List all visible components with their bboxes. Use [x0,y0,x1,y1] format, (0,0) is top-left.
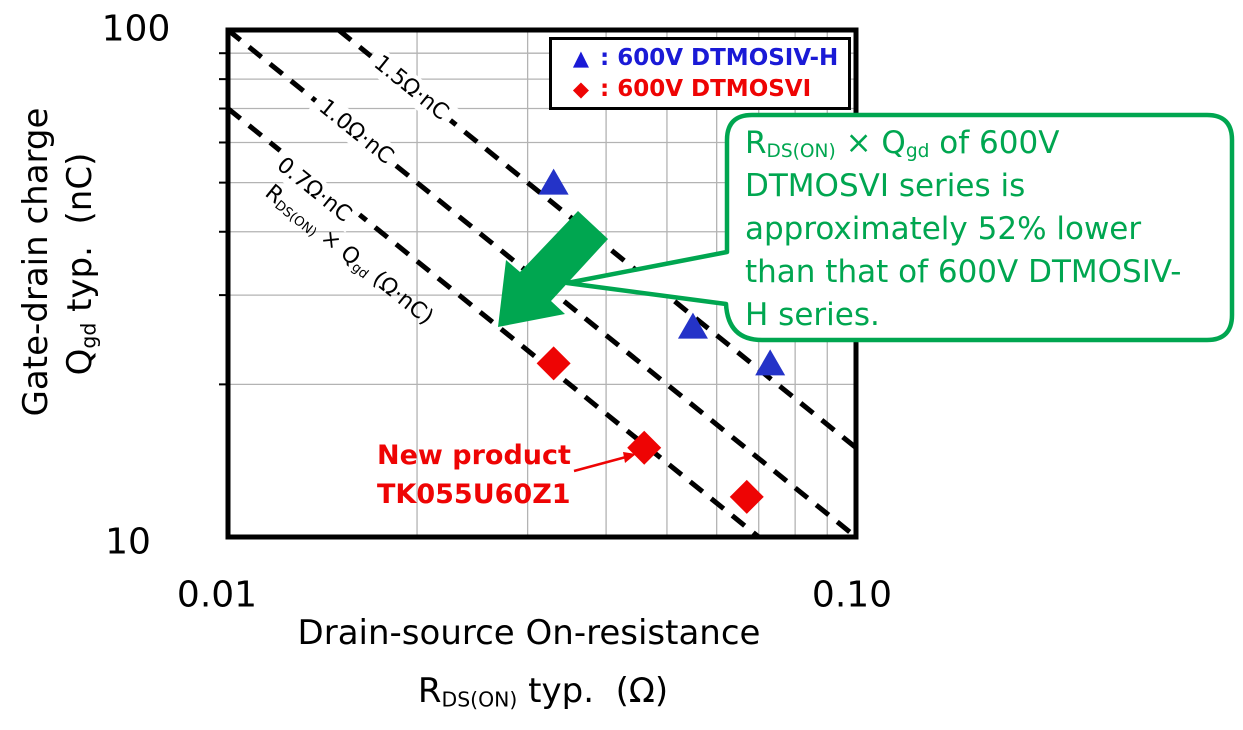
callout-rest: of 600V DTMOSVI series is approximately … [745,125,1182,333]
diamond-marker-icon: ◆ [572,77,590,101]
new-product-line1: New product [377,440,571,471]
callout-bubble [564,112,1235,343]
new-product-line2: TK055U60Z1 [377,479,571,510]
y-axis-symbol: Q [60,348,100,376]
callout-r: R [745,125,767,161]
x-axis-title-line2: RDS(ON) typ. (Ω) [418,671,668,711]
data-marker-triangle [538,168,569,195]
improvement-arrow-icon [498,211,608,327]
y-axis-title-line1: Gate-drain charge [16,107,56,417]
legend: ▲ : 600V DTMOSIV-H ◆ : 600V DTMOSVI [549,37,851,110]
data-marker-triangle [677,312,708,339]
x-axis-title-line1: Drain-source On-resistance [297,613,761,653]
y-axis-title-line2: Qgd typ. (nC) [60,153,100,376]
x-axis-symbol: R [417,671,442,711]
callout-text: RDS(ON) × Qgd of 600V DTMOSVI series is … [745,122,1185,337]
x-axis-unit: typ. (Ω) [517,671,669,711]
data-marker-diamond [536,346,571,381]
callout-r-sub: DS(ON) [766,141,836,163]
new-product-pointer-head [623,452,636,463]
x-tick-min: 0.01 [176,574,258,616]
data-marker-diamond [627,430,662,465]
legend-separator: : [600,45,610,71]
triangle-marker-icon: ▲ [572,46,590,70]
y-tick-min: 10 [105,521,151,563]
y-axis-unit: typ. (nC) [60,152,100,323]
new-product-label: New product TK055U60Z1 [377,436,571,514]
legend-label: 600V DTMOSIV-H [617,45,839,71]
callout-mid: × Q [835,125,906,161]
callout-q-sub: gd [905,141,930,163]
legend-label: 600V DTMOSVI [617,76,812,102]
y-axis-symbol-sub: gd [76,322,101,349]
legend-item-dtmosvi: ◆ : 600V DTMOSVI [564,75,848,103]
x-tick-max: 0.10 [811,574,893,616]
x-axis-symbol-sub: DS(ON) [441,687,518,712]
data-marker-diamond [729,479,764,514]
new-product-pointer-line [573,455,627,473]
data-marker-triangle [755,349,786,376]
legend-item-dtmosiv-h: ▲ : 600V DTMOSIV-H [564,44,848,72]
y-tick-max: 100 [101,8,171,50]
legend-separator: : [600,76,610,102]
